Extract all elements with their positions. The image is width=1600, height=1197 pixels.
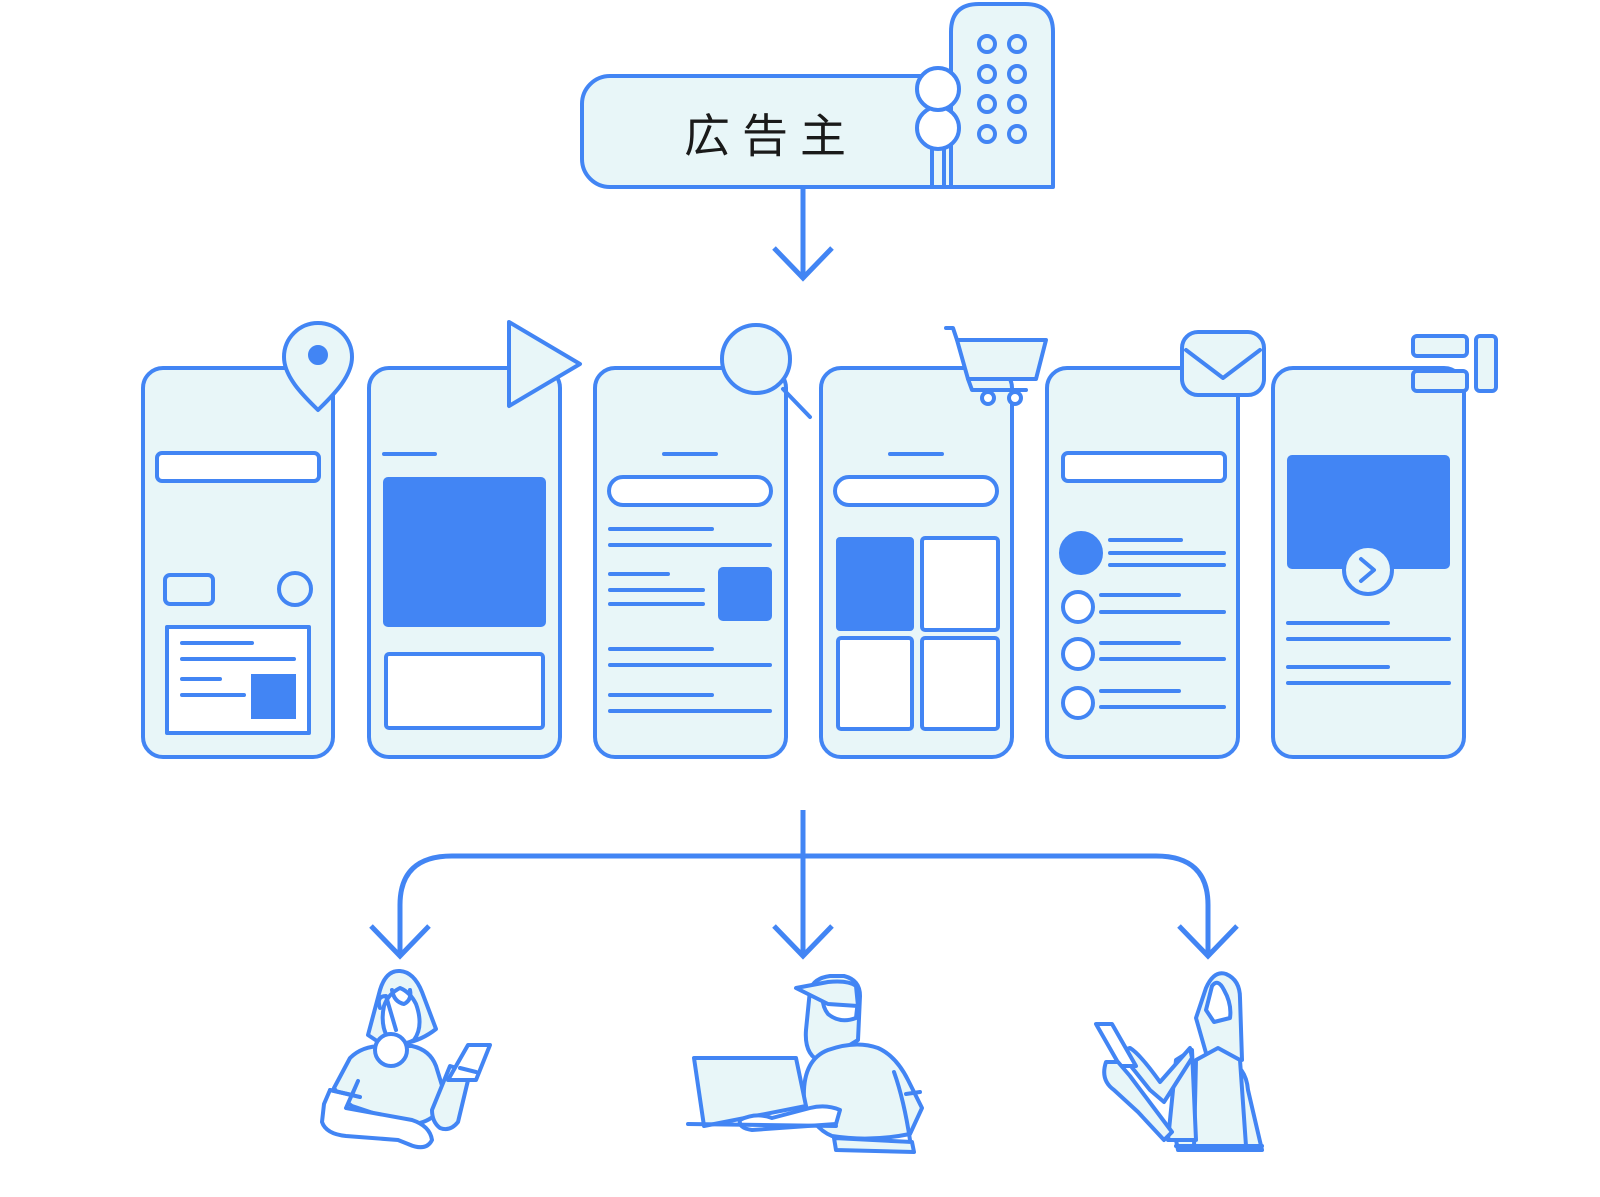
woman-with-phone-icon [320,968,492,1150]
building-icon [949,2,1055,189]
search-icon [720,323,812,419]
advertiser-label: 広告主 [684,110,858,162]
play-icon [507,320,582,408]
screen-shopping [819,326,1048,759]
person-icon [915,66,961,189]
arrow-advertiser-to-screens [772,188,834,282]
distribution-arrows [369,810,1239,960]
screen-video [367,320,582,759]
mail-icon [1180,330,1266,397]
chevron-right-icon [1342,544,1394,596]
shopping-cart-icon [944,326,1048,406]
screen-map [141,321,354,759]
screen-search [593,323,812,759]
woman-standing-with-phone-icon [1094,971,1264,1152]
map-pin-icon [282,321,354,412]
advertiser-node: 広告主 [580,2,1055,189]
man-with-laptop-icon [686,974,924,1154]
screen-app [1271,334,1498,759]
app-grid-icon [1411,334,1498,393]
screen-mail [1045,330,1266,759]
